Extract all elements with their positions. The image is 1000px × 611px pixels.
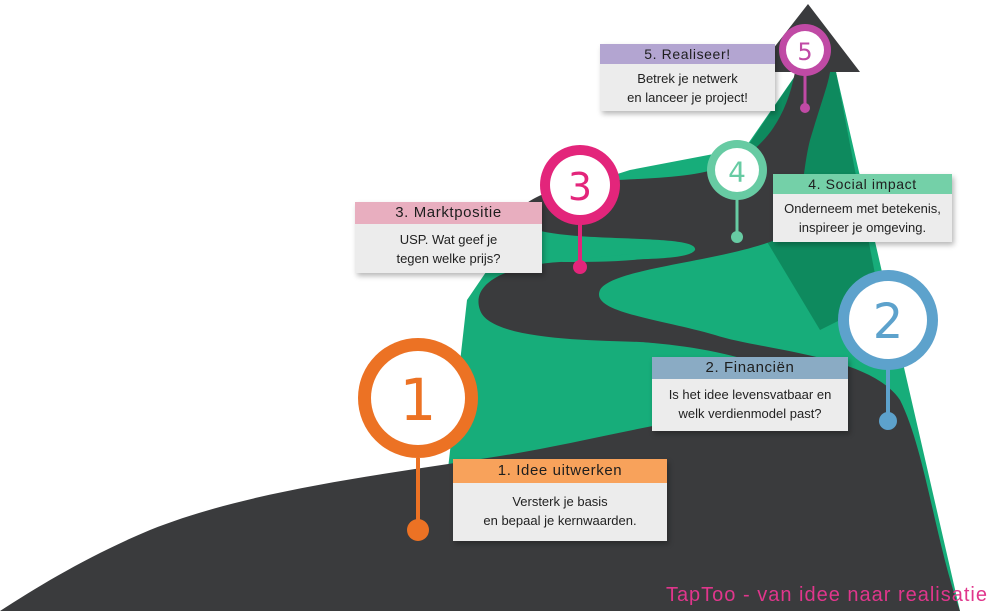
step-card-5: 5. Realiseer! Betrek je netwerk en lance… [600, 44, 775, 111]
step-card-3-line-1: USP. Wat geef je [399, 232, 498, 247]
step-card-2-line-2: welk verdienmodel past? [678, 406, 822, 421]
step-card-4-text: Onderneem met betekenis, inspireer je om… [773, 194, 952, 237]
step-card-5-line-2: en lanceer je project! [627, 90, 748, 105]
pin-1-number: 1 [400, 366, 437, 434]
road-inner-curve-1 [560, 250, 695, 262]
step-card-5-title: 5. Realiseer! [600, 44, 775, 64]
pin-2-number: 2 [873, 294, 904, 350]
step-card-5-line-1: Betrek je netwerk [637, 71, 738, 86]
step-card-3: 3. Marktpositie USP. Wat geef je tegen w… [355, 202, 542, 273]
step-card-4: 4. Social impact Onderneem met betekenis… [773, 174, 952, 242]
step-card-1: 1. Idee uitwerken Versterk je basis en b… [453, 459, 667, 541]
pin-5-number: 5 [797, 38, 812, 66]
step-card-4-title: 4. Social impact [773, 174, 952, 194]
step-card-2-line-1: Is het idee levensvatbaar en [668, 387, 832, 402]
pin-5: 5 [779, 24, 831, 113]
step-card-4-line-2: inspireer je omgeving. [798, 220, 927, 235]
winding-road [0, 4, 960, 611]
step-card-1-line-1: Versterk je basis [512, 494, 608, 509]
step-card-2-text: Is het idee levensvatbaar en welk verdie… [652, 379, 848, 423]
step-card-1-title: 1. Idee uitwerken [453, 459, 667, 483]
pin-4-number: 4 [728, 156, 746, 189]
step-card-3-text: USP. Wat geef je tegen welke prijs? [355, 224, 542, 268]
step-card-1-text: Versterk je basis en bepaal je kernwaard… [453, 483, 667, 530]
pin-4: 4 [707, 140, 767, 243]
step-card-2: 2. Financiën Is het idee levensvatbaar e… [652, 357, 848, 431]
step-card-1-line-2: en bepaal je kernwaarden. [483, 513, 637, 528]
step-card-3-title: 3. Marktpositie [355, 202, 542, 224]
footer-tagline: TapToo - van idee naar realisatie [665, 584, 988, 606]
step-card-3-line-2: tegen welke prijs? [396, 251, 501, 266]
pin-2: 2 [838, 270, 938, 430]
step-card-5-text: Betrek je netwerk en lanceer je project! [600, 64, 775, 107]
pin-3: 3 [540, 145, 620, 274]
pin-1: 1 [358, 338, 478, 541]
pin-3-number: 3 [568, 165, 592, 209]
step-card-4-line-1: Onderneem met betekenis, [784, 201, 941, 216]
step-card-2-title: 2. Financiën [652, 357, 848, 379]
